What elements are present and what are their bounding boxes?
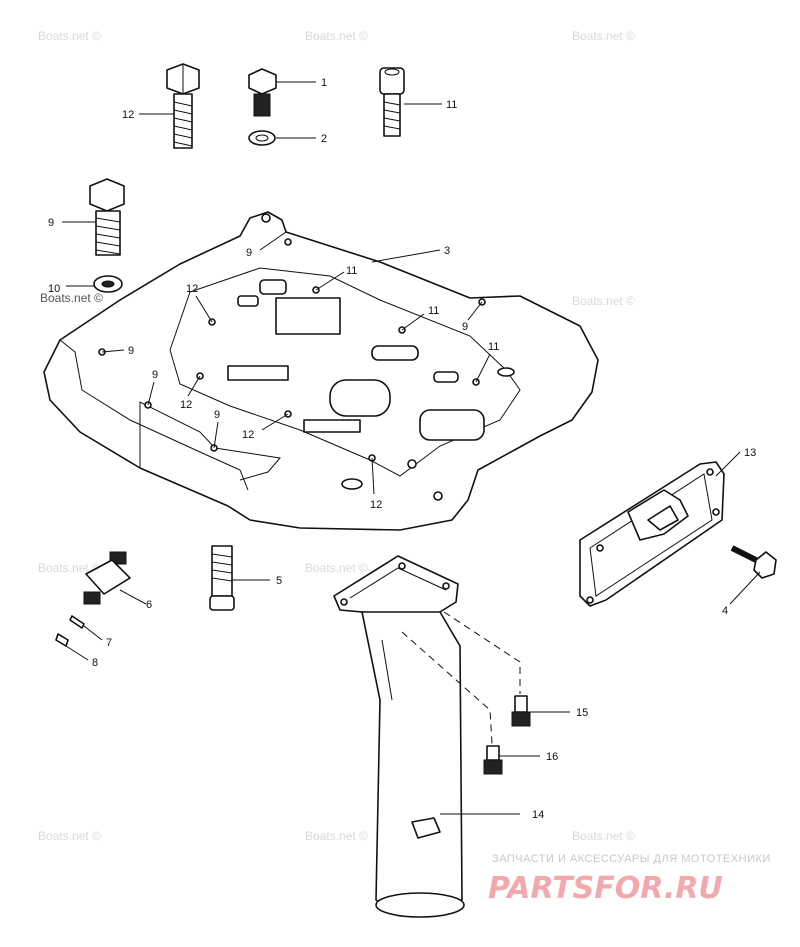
watermark: Boats.net © bbox=[305, 29, 368, 43]
watermarks: Boats.net © Boats.net © Boats.net © Boat… bbox=[38, 29, 635, 843]
callout-3: 3 bbox=[444, 245, 450, 257]
washer-2-icon bbox=[248, 130, 276, 146]
callout-10: 10 bbox=[48, 283, 60, 295]
callout-8: 8 bbox=[92, 657, 98, 669]
callouts: 12 1 2 11 9 10 9 3 11 11 9 11 12 12 12 1… bbox=[48, 77, 756, 821]
watermark: Boats.net © bbox=[40, 291, 103, 305]
callout-2: 2 bbox=[321, 133, 327, 145]
callout-14: 14 bbox=[532, 809, 544, 821]
brand-logo-text: PARTSFOR.RU bbox=[488, 871, 723, 906]
callout-9: 9 bbox=[48, 217, 54, 229]
screw-15-icon bbox=[511, 695, 531, 727]
screw-8-icon bbox=[55, 633, 69, 647]
callout-9: 9 bbox=[246, 247, 252, 259]
washer-10-icon bbox=[93, 275, 123, 293]
rubber-mount-6-icon bbox=[83, 551, 131, 605]
callout-9: 9 bbox=[462, 321, 468, 333]
bolt-5-icon bbox=[209, 545, 235, 611]
bolt-9-icon bbox=[89, 178, 125, 256]
bracket-13-icon bbox=[579, 461, 725, 607]
watermark: Boats.net © bbox=[305, 829, 368, 843]
callout-13: 13 bbox=[744, 447, 756, 459]
brand-tagline: ЗАПЧАСТИ И АКСЕССУАРЫ ДЛЯ МОТОТЕХНИКИ bbox=[492, 853, 771, 865]
callout-7: 7 bbox=[106, 637, 112, 649]
callout-12: 12 bbox=[242, 429, 254, 441]
callout-11: 11 bbox=[446, 99, 457, 111]
callout-5: 5 bbox=[276, 575, 282, 587]
watermark: Boats.net © bbox=[38, 561, 101, 575]
watermark: Boats.net © bbox=[572, 29, 635, 43]
watermark: Boats.net © bbox=[305, 561, 368, 575]
callout-12: 12 bbox=[122, 109, 134, 121]
bolt-4-icon bbox=[730, 545, 777, 579]
callout-9: 9 bbox=[214, 409, 220, 421]
brand-logo: ЗАПЧАСТИ И АКСЕССУАРЫ ДЛЯ МОТОТЕХНИКИ PA… bbox=[488, 853, 771, 906]
callout-12: 12 bbox=[186, 283, 198, 295]
callout-4: 4 bbox=[722, 605, 728, 617]
callout-11: 11 bbox=[488, 341, 499, 353]
screw-16-icon bbox=[483, 745, 503, 775]
callout-1: 1 bbox=[321, 77, 327, 89]
callout-6: 6 bbox=[146, 599, 152, 611]
callout-11: 11 bbox=[346, 265, 357, 277]
driveshaft-housing-14-icon bbox=[333, 555, 465, 918]
bolt-1-icon bbox=[248, 68, 277, 117]
callout-12: 12 bbox=[370, 499, 382, 511]
watermark: Boats.net © bbox=[38, 29, 101, 43]
callout-16: 16 bbox=[546, 751, 558, 763]
leader-lines bbox=[62, 81, 761, 815]
assembly-lines bbox=[401, 611, 521, 745]
callout-9: 9 bbox=[152, 369, 158, 381]
bolt-12-icon bbox=[166, 63, 200, 149]
watermark: Boats.net © bbox=[572, 294, 635, 308]
watermark: Boats.net © bbox=[38, 829, 101, 843]
watermark: Boats.net © bbox=[572, 829, 635, 843]
mounting-plate-3-icon bbox=[43, 211, 599, 531]
callout-15: 15 bbox=[576, 707, 588, 719]
callout-11: 11 bbox=[428, 305, 439, 317]
pin-7-icon bbox=[69, 615, 85, 629]
callout-9: 9 bbox=[128, 345, 134, 357]
callout-12: 12 bbox=[180, 399, 192, 411]
screw-11-icon bbox=[379, 67, 405, 137]
